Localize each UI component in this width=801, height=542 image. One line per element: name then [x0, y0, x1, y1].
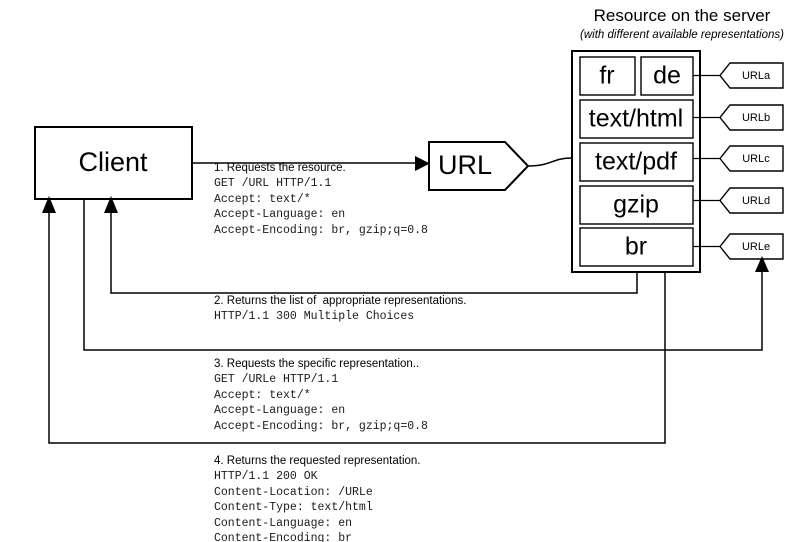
connector-server-to-client-step4: [48, 205, 666, 444]
step-2-code: HTTP/1.1 300 Multiple Choices: [214, 310, 415, 323]
url-label: URL: [438, 150, 492, 180]
client-box[interactable]: [34, 126, 193, 200]
step-2-title: 2. Returns the list of appropriate repre…: [214, 295, 467, 307]
step-1-text: 1. Requests the resource. GET /URL HTTP/…: [214, 161, 428, 238]
step-2-text: 2. Returns the list of appropriate repre…: [214, 294, 467, 325]
client-label: Client: [78, 147, 148, 177]
step-4-code: HTTP/1.1 200 OK Content-Location: /URLe …: [214, 470, 373, 542]
connector-server-to-client-step2: [110, 205, 638, 294]
arrowhead-client-to-url: [415, 156, 430, 171]
representation-label-gzip: gzip: [613, 191, 659, 219]
representation-label-text-html: text/html: [589, 105, 683, 133]
step-3-code: GET /URLe HTTP/1.1 Accept: text/* Accept…: [214, 373, 428, 433]
url-tag-label-urlc: URLc: [742, 153, 770, 165]
arrowhead-step3-into-urle: [755, 256, 769, 272]
url-tag-urlc[interactable]: [719, 145, 784, 172]
representation-box-text-html[interactable]: [579, 99, 694, 139]
page-title: Resource on the server: [594, 6, 771, 25]
url-tag-label-urlb: URLb: [742, 112, 770, 124]
step-4-title: 4. Returns the requested representation.: [214, 455, 421, 467]
representation-label-de: de: [653, 62, 681, 90]
url-tag-urla[interactable]: [719, 62, 784, 89]
url-tag-label-urla: URLa: [742, 70, 771, 82]
url-tag-urld[interactable]: [719, 187, 784, 214]
step-4-text: 4. Returns the requested representation.…: [214, 454, 421, 542]
url-tag-urle[interactable]: [719, 233, 784, 260]
step-1-title: 1. Requests the resource.: [214, 162, 346, 174]
representation-box-fr[interactable]: [579, 56, 636, 96]
representation-box-text-pdf[interactable]: [579, 142, 694, 182]
step-3-title: 3. Requests the specific representation.…: [214, 358, 420, 370]
page-subtitle: (with different available representation…: [580, 29, 784, 41]
arrowhead-step4-into-client: [42, 196, 56, 213]
representation-label-text-pdf: text/pdf: [595, 148, 677, 176]
url-tag-label-urle: URLe: [742, 241, 770, 253]
representation-label-fr: fr: [599, 62, 614, 90]
representation-label-br: br: [625, 233, 647, 261]
step-3-text: 3. Requests the specific representation.…: [214, 357, 428, 434]
connector-client-to-urle-step3: [83, 199, 763, 351]
arrowhead-step2-into-client: [104, 196, 118, 213]
connector-url-to-server: [527, 157, 573, 167]
url-tag-urlb[interactable]: [719, 104, 784, 131]
url-pentagon[interactable]: [428, 141, 530, 191]
representation-box-br[interactable]: [579, 227, 694, 267]
url-tag-label-urld: URLd: [742, 195, 770, 207]
representation-box-gzip[interactable]: [579, 185, 694, 225]
step-1-code: GET /URL HTTP/1.1 Accept: text/* Accept-…: [214, 177, 428, 237]
